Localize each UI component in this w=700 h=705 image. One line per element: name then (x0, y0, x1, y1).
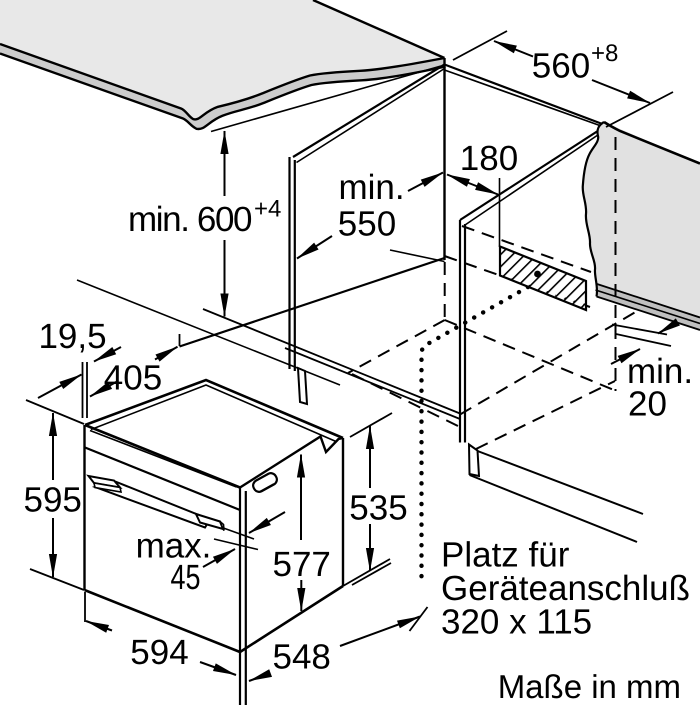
svg-text:594: 594 (130, 633, 188, 672)
svg-text:min. 600: min. 600 (128, 200, 253, 239)
svg-text:20: 20 (628, 385, 667, 424)
svg-text:405: 405 (104, 359, 162, 398)
svg-text:+8: +8 (591, 40, 618, 67)
svg-text:min.: min. (338, 168, 404, 207)
svg-text:320 x 115: 320 x 115 (441, 603, 592, 642)
svg-text:560: 560 (532, 47, 590, 86)
svg-text:Geräteanschluß: Geräteanschluß (441, 569, 690, 608)
svg-text:577: 577 (272, 545, 330, 584)
svg-text:19,5: 19,5 (38, 317, 106, 356)
svg-text:595: 595 (23, 481, 81, 520)
svg-text:548: 548 (272, 638, 330, 677)
svg-text:180: 180 (460, 139, 518, 178)
svg-text:Maße in mm: Maße in mm (498, 668, 681, 705)
svg-text:min.: min. (627, 352, 693, 391)
svg-text:550: 550 (338, 205, 396, 244)
svg-text:max.: max. (136, 527, 212, 566)
svg-text:+4: +4 (254, 196, 281, 223)
svg-text:45: 45 (171, 558, 201, 597)
svg-text:Platz für: Platz für (441, 536, 570, 575)
svg-text:535: 535 (349, 489, 407, 528)
